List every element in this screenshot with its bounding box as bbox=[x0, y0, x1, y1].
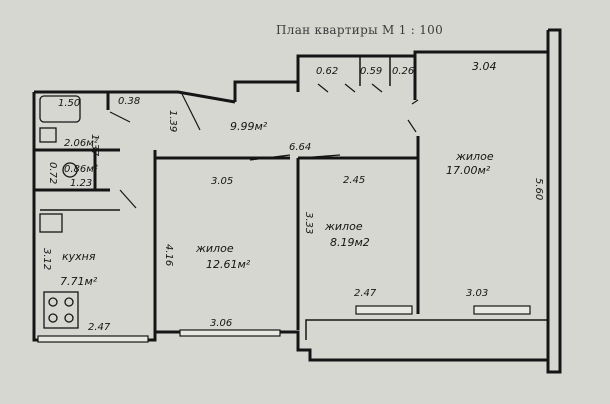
room-area-wc: 0.86м² bbox=[64, 164, 98, 175]
dim-mid-top: 2.45 bbox=[343, 175, 365, 186]
stove-burner bbox=[48, 313, 58, 323]
hall-door-swing bbox=[181, 93, 201, 131]
dim-bath-top-b: 0.38 bbox=[118, 96, 140, 107]
dim-mid-side: 3.33 bbox=[303, 212, 314, 234]
dim-closet-1: 0.62 bbox=[316, 66, 338, 77]
dim-left-top: 3.05 bbox=[211, 176, 233, 187]
dim-bath-top-a: 1.50 bbox=[58, 98, 80, 109]
left-room-window bbox=[179, 329, 281, 337]
dim-closet-2: 0.59 bbox=[360, 66, 382, 77]
mid-room-window bbox=[355, 305, 413, 315]
dim-corridor: 6.64 bbox=[289, 142, 311, 153]
fixtures bbox=[39, 95, 81, 329]
dim-left-side: 4.16 bbox=[163, 244, 174, 266]
room-name-mid: жилое bbox=[324, 220, 363, 233]
room-labels: жилое 17.00м² жилое 8.19м2 жилое 12.61м²… bbox=[60, 120, 494, 288]
room-area-left: 12.61м² bbox=[206, 258, 251, 271]
room-area-kitchen: 7.71м² bbox=[60, 275, 98, 288]
room-area-mid: 8.19м2 bbox=[330, 236, 370, 249]
dimension-labels: 1.50 0.38 1.37 1.39 0.72 1.23 0.62 0.59 … bbox=[41, 60, 544, 333]
room-area-bath: 2.06м² bbox=[64, 138, 98, 149]
large-room-door bbox=[407, 99, 419, 133]
dim-wc-side: 0.72 bbox=[47, 162, 58, 184]
room-area-large: 17.00м² bbox=[446, 164, 491, 177]
plan-title: План квартиры М 1 : 100 bbox=[276, 23, 444, 37]
dim-wc-bottom: 1.23 bbox=[70, 178, 92, 189]
room-name-left: жилое bbox=[195, 242, 234, 255]
stove-burner bbox=[48, 297, 58, 307]
wc-door bbox=[119, 189, 137, 209]
dim-large-top: 3.04 bbox=[472, 60, 497, 73]
stove-burner bbox=[64, 297, 74, 307]
toilet bbox=[62, 162, 78, 178]
doors bbox=[109, 83, 419, 209]
dim-large-bottom: 3.03 bbox=[466, 288, 488, 299]
dim-kitchen-side: 3.12 bbox=[41, 248, 52, 270]
stove bbox=[43, 291, 79, 329]
room-name-kitchen: кухня bbox=[62, 250, 96, 263]
windows bbox=[37, 305, 531, 343]
dim-kitchen-bottom: 2.47 bbox=[88, 322, 111, 333]
dim-bath-side: 1.37 bbox=[89, 134, 100, 157]
bath-sink bbox=[39, 127, 57, 143]
dim-left-bottom: 3.06 bbox=[210, 318, 232, 329]
room-area-hall: 9.99м² bbox=[230, 120, 268, 133]
bath-door bbox=[109, 111, 131, 123]
closet-doors bbox=[317, 83, 383, 93]
large-room-window bbox=[473, 305, 531, 315]
kitchen-window bbox=[37, 335, 149, 343]
mid-room-door bbox=[299, 154, 341, 159]
stove-burner bbox=[64, 313, 74, 323]
left-room-door bbox=[249, 154, 291, 161]
kitchen-sink bbox=[39, 213, 63, 233]
dim-closet-3: 0.26 bbox=[392, 66, 414, 77]
dim-large-side: 5.60 bbox=[533, 178, 544, 200]
room-name-large: жилое bbox=[455, 150, 494, 163]
bathtub bbox=[39, 95, 81, 123]
dim-hall-side: 1.39 bbox=[167, 110, 178, 132]
dim-mid-bottom: 2.47 bbox=[354, 288, 377, 299]
